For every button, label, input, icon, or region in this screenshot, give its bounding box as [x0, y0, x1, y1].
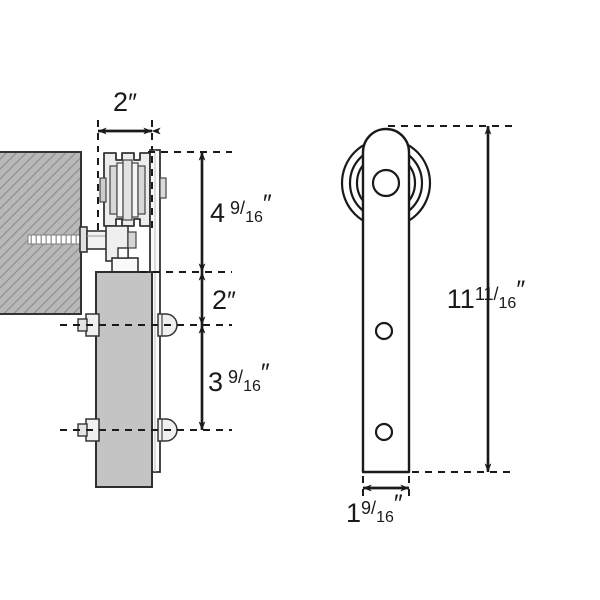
wall-section [0, 151, 82, 315]
hanger-strap-front [361, 127, 411, 474]
axle-hole [371, 168, 401, 198]
dimension-label-roller-depth: 2″ [113, 87, 137, 117]
dimension-label-overall-strap-height: 1111/16″ [447, 276, 526, 314]
dimension-roller-depth: 2″ [97, 87, 161, 135]
dimension-upper-bolt-spacing: 2″ [198, 271, 236, 326]
front-view-extension-lines [362, 125, 512, 496]
roller-wheel [99, 152, 151, 227]
side-view-group: 2″ 49/16″ 2″ 39/16″ [0, 87, 272, 488]
dimension-label-strap-width: 19/16″ [346, 490, 403, 528]
front-view-group: 1111/16″ 19/16″ [340, 125, 526, 528]
dimension-strap-width: 19/16″ [346, 484, 410, 528]
bolt-flange [79, 226, 88, 253]
bolt-hole-lower [374, 422, 394, 442]
dimension-label-upper-bolt-spacing: 2″ [212, 285, 236, 315]
dimension-overall-strap-height: 1111/16″ [447, 125, 526, 473]
door-panel [95, 271, 153, 488]
bolt-hole-upper [374, 321, 394, 341]
lag-bolt [27, 234, 83, 245]
